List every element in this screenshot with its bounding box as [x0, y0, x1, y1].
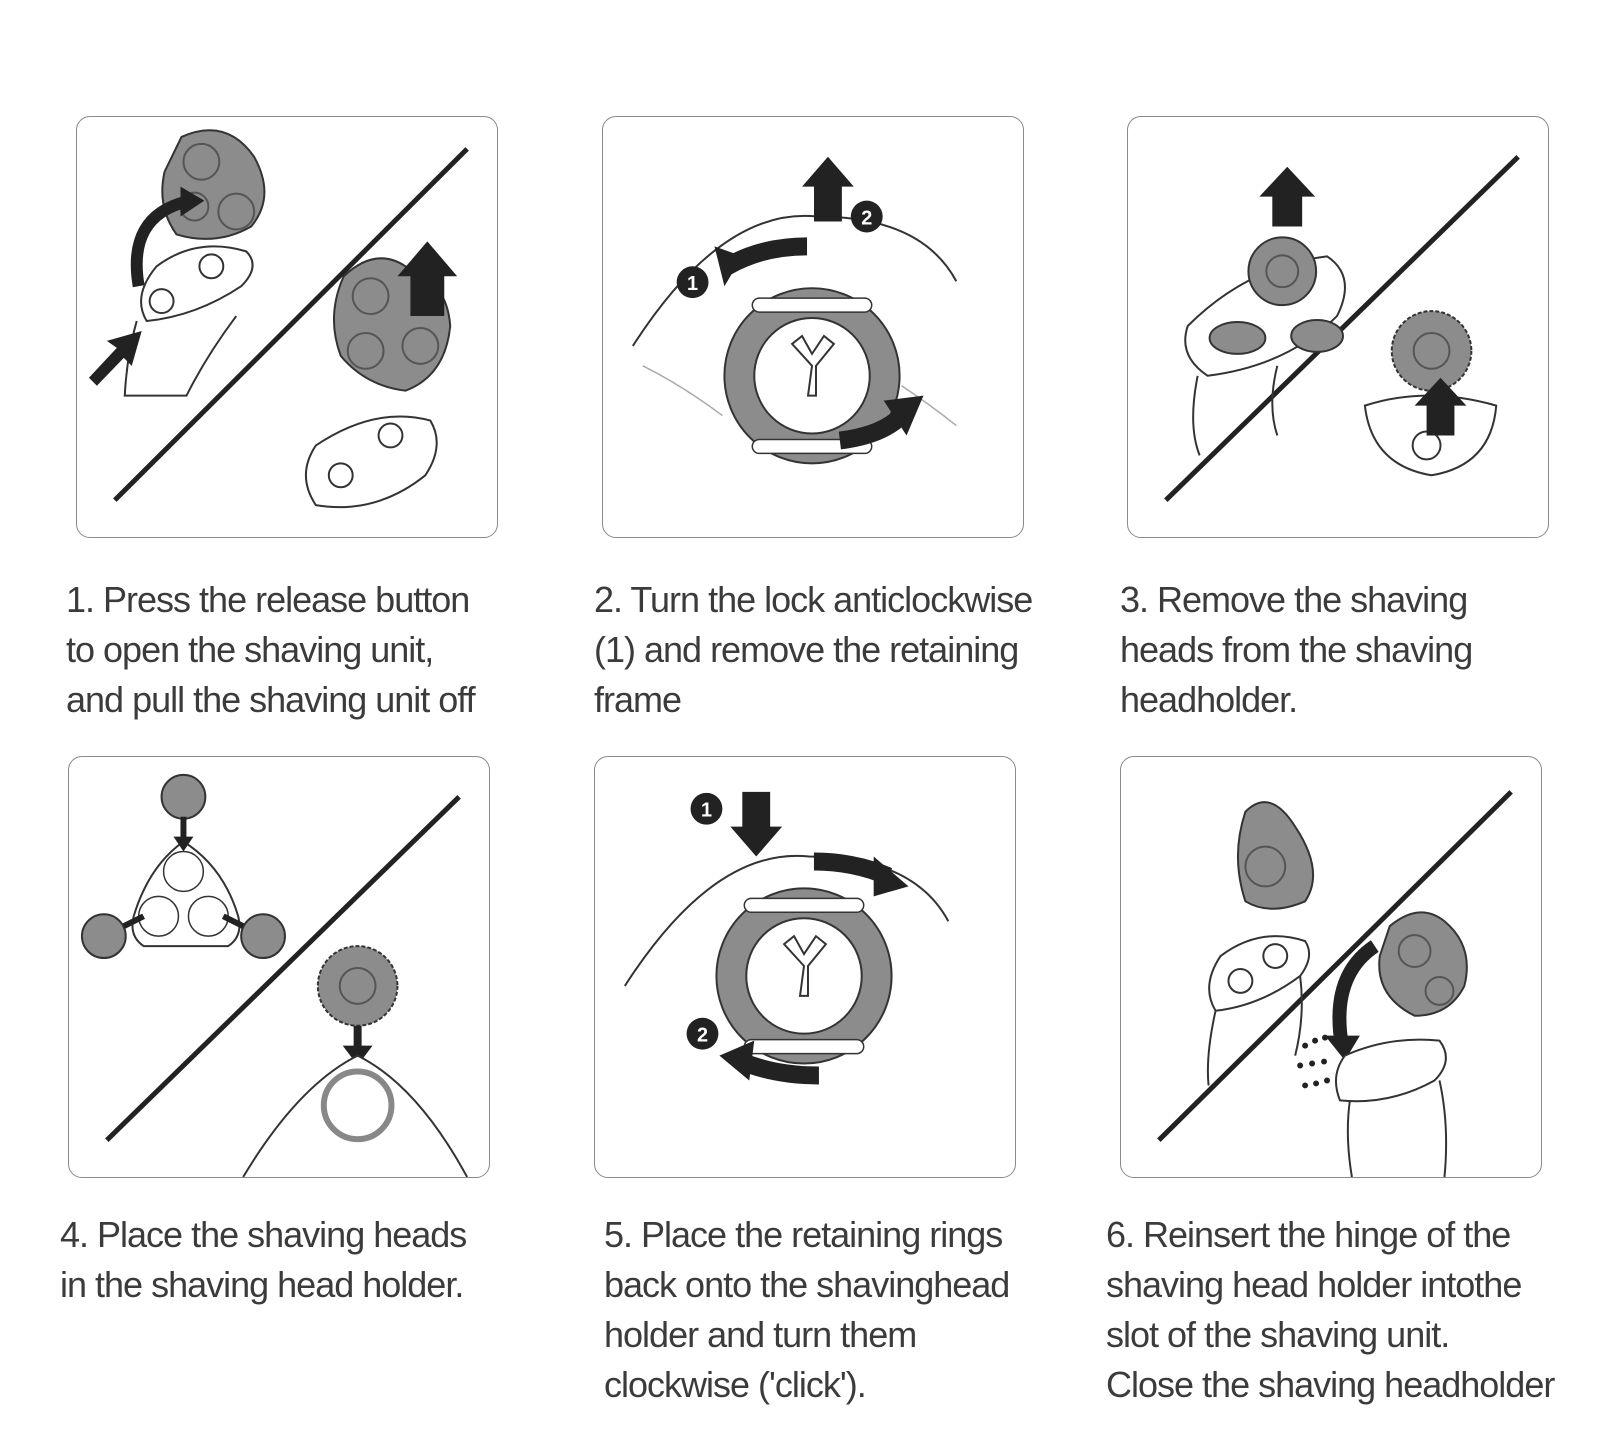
step-3-caption: 3. Remove the shaving heads from the sha… — [1120, 575, 1473, 725]
marker-2: 2 — [697, 1025, 708, 1047]
caption-line: 6. Reinsert the hinge of the — [1106, 1214, 1511, 1255]
step-5-illustration: 1 2 — [594, 756, 1016, 1178]
caption-line: shaving head holder intothe — [1106, 1264, 1522, 1305]
marker-2: 2 — [861, 207, 872, 229]
step-3-drawing — [1164, 155, 1520, 502]
marker-1: 1 — [687, 273, 698, 295]
caption-line: frame — [594, 679, 682, 720]
step-6-drawing — [1157, 790, 1513, 1177]
caption-line: 2. Turn the lock anticlockwise — [594, 579, 1033, 620]
caption-line: to open the shaving unit, — [66, 629, 434, 670]
caption-line: headholder. — [1120, 679, 1298, 720]
caption-line: heads from the shaving — [1120, 629, 1473, 670]
caption-line: Close the shaving headholder — [1106, 1364, 1555, 1405]
caption-line: 5. Place the retaining rings — [604, 1214, 1003, 1255]
step-1-caption: 1. Press the release button to open the … — [66, 575, 476, 725]
caption-line: 3. Remove the shaving — [1120, 579, 1468, 620]
step-6-illustration — [1120, 756, 1542, 1178]
caption-line: back onto the shavinghead — [604, 1264, 1010, 1305]
step-5-caption: 5. Place the retaining rings back onto t… — [604, 1210, 1010, 1410]
step-4-illustration — [68, 756, 490, 1178]
caption-line: 4. Place the shaving heads — [60, 1214, 467, 1255]
step-4-caption: 4. Place the shaving heads in the shavin… — [60, 1210, 467, 1310]
step-6-caption: 6. Reinsert the hinge of the shaving hea… — [1106, 1210, 1555, 1410]
caption-line: clockwise ('click'). — [604, 1364, 867, 1405]
caption-line: and pull the shaving unit off — [66, 679, 476, 720]
caption-line: 1. Press the release button — [66, 579, 470, 620]
caption-line: in the shaving head holder. — [60, 1264, 464, 1305]
step-5-drawing: 1 2 — [624, 791, 950, 1085]
step-1-drawing — [88, 129, 469, 509]
step-2-illustration: 1 2 — [602, 116, 1024, 538]
step-3-illustration — [1127, 116, 1549, 538]
caption-line: holder and turn them — [604, 1314, 917, 1355]
step-2-drawing: 1 2 — [632, 156, 958, 465]
step-4-drawing — [80, 773, 468, 1177]
caption-line: (1) and remove the retaining — [594, 629, 1019, 670]
caption-line: slot of the shaving unit. — [1106, 1314, 1450, 1355]
step-1-illustration — [76, 116, 498, 538]
step-2-caption: 2. Turn the lock anticlockwise (1) and r… — [594, 575, 1033, 725]
marker-1: 1 — [701, 800, 712, 822]
